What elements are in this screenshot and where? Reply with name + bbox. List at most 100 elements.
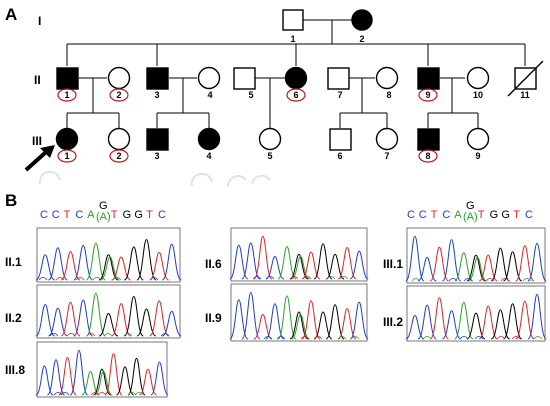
trace-label-iii8: III.8 [5, 363, 25, 377]
sequence-base: C [442, 209, 450, 221]
sequence-base: C [40, 209, 48, 221]
individual-i2: 2 [351, 9, 373, 44]
sequence-base: C [419, 209, 427, 221]
trace-peak [405, 314, 425, 340]
trace-peak [349, 250, 369, 280]
trace-iii1 [405, 227, 547, 284]
trace-noise [500, 278, 510, 282]
member-number: 6 [337, 151, 342, 161]
member-number: 2 [116, 151, 121, 161]
member-number: 4 [206, 151, 211, 161]
trace-peak [127, 357, 146, 396]
pedigree-lines [66, 19, 526, 128]
trace-peak [417, 256, 437, 282]
sequence-base: C [75, 209, 83, 221]
trace-noise [522, 278, 532, 282]
trace-noise [149, 277, 159, 281]
trace-peak [325, 304, 345, 340]
trace-ii1 [35, 227, 182, 283]
trace-peak [149, 251, 169, 281]
individual-iii5: 5 [258, 127, 282, 161]
member-number: 7 [337, 90, 342, 100]
trace-peak [442, 310, 461, 340]
sequence-base: T [478, 209, 485, 221]
trace-peak [253, 235, 273, 280]
trace-peak [515, 300, 535, 340]
trace-peak [60, 250, 81, 281]
trace-peak [58, 356, 77, 396]
trace-noise [92, 277, 102, 281]
member-number: 1 [64, 90, 69, 100]
trace-peak [111, 256, 131, 281]
trace-noise [337, 336, 347, 340]
trace-noise [326, 276, 336, 280]
trace-noise [463, 278, 473, 282]
trace-peak [478, 305, 498, 340]
individual-ii2: 2 [107, 66, 131, 102]
individual-iii9: 9 [466, 127, 490, 161]
trace-peak [162, 310, 182, 337]
trace-noise [302, 276, 312, 280]
trace-peak [136, 239, 157, 281]
trace-noise [350, 336, 360, 340]
trace-peak [277, 246, 297, 280]
trace-peak [98, 312, 119, 337]
trace-peak [98, 254, 119, 281]
trace-noise [485, 278, 495, 282]
panel-label-b: B [5, 191, 17, 210]
trace-peak [429, 297, 450, 340]
member-number: 2 [359, 34, 364, 44]
trace-noise [86, 333, 96, 337]
trace-noise [300, 336, 310, 340]
generation-label-ii: II [34, 73, 41, 87]
trace-noise [49, 333, 59, 337]
trace-peak [116, 366, 134, 396]
member-number: 11 [520, 90, 530, 100]
individual-iii3: 3 [146, 128, 169, 161]
trace-noise [103, 333, 113, 337]
trace-peak [139, 368, 157, 396]
trace-peak [229, 244, 249, 280]
individual-i1: 1 [282, 9, 304, 44]
trace-peak [85, 292, 106, 337]
trace-noise [75, 277, 85, 281]
trace-noise [511, 336, 521, 340]
trace-peak [136, 308, 157, 337]
individual-ii11: 11 [507, 60, 544, 100]
trace-peak [527, 293, 547, 340]
trace-peak [161, 243, 182, 281]
trace-peak [417, 304, 437, 340]
trace-peak [48, 307, 68, 337]
member-number: 5 [248, 90, 253, 100]
trace-peak [150, 361, 169, 396]
trace-peak [48, 247, 68, 281]
trace-noise [533, 336, 543, 340]
trace-peak [313, 311, 333, 340]
individual-ii9: 9 [417, 67, 440, 102]
trace-noise [276, 336, 286, 340]
trace-peak [337, 308, 357, 340]
sequence-base: A [454, 209, 462, 221]
variant-base: (A) [463, 211, 478, 223]
trace-peak [313, 243, 333, 280]
sequence-base: C [525, 209, 533, 221]
member-number: 1 [290, 34, 295, 44]
trace-peak [73, 244, 94, 281]
sequence-base: G [123, 209, 132, 221]
individual-ii8: 8 [375, 66, 399, 100]
individual-ii7: 7 [327, 67, 350, 100]
trace-noise [112, 277, 122, 281]
trace-peak [527, 242, 547, 282]
trace-peak [149, 300, 170, 337]
variant-base: (A) [96, 211, 111, 223]
trace-peak [349, 301, 369, 340]
trace-peak [94, 370, 113, 396]
trace-noise [90, 392, 100, 396]
trace-peak [69, 349, 89, 396]
sequence-base: C [158, 209, 166, 221]
faint-marks [38, 170, 271, 187]
member-number: 10 [473, 90, 483, 100]
